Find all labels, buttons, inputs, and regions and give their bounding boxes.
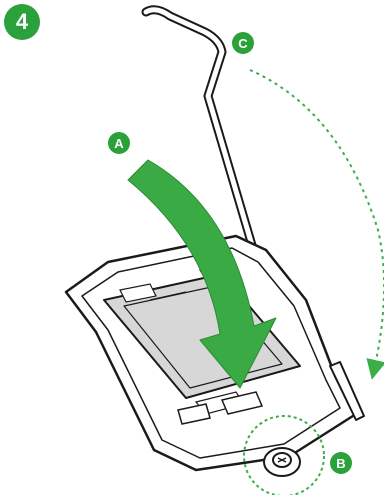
step-number-badge: 4 — [4, 4, 40, 40]
screw-icon — [264, 448, 300, 476]
marker-a: A — [108, 132, 130, 154]
marker-c: C — [232, 32, 254, 54]
marker-b: B — [330, 452, 352, 474]
